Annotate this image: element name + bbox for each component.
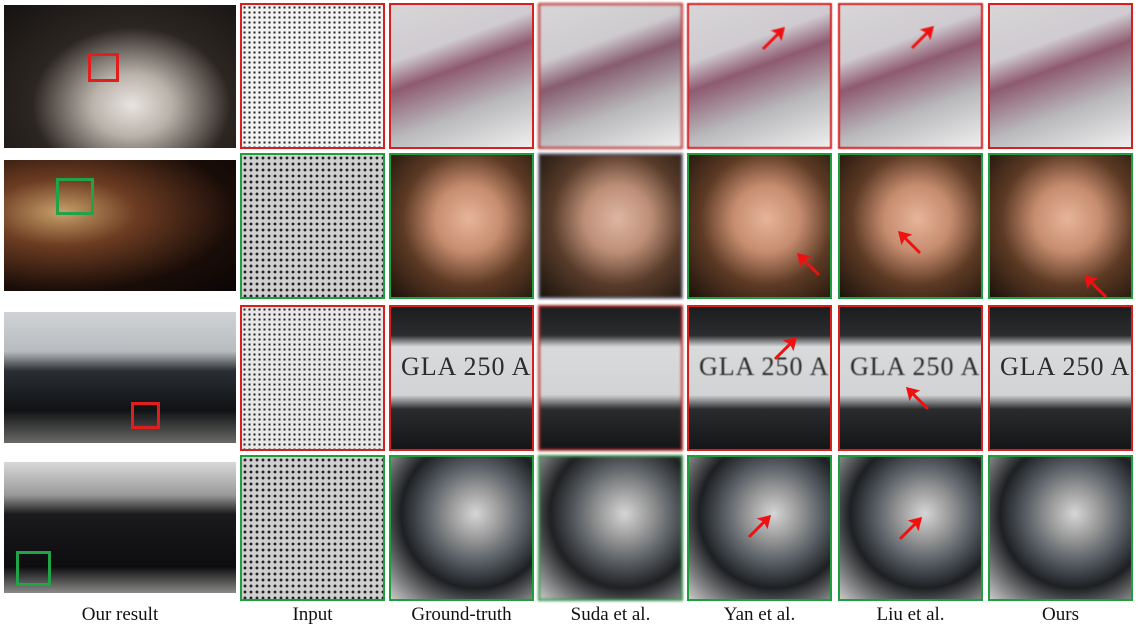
crop-input-row4	[240, 455, 385, 601]
caption-suda: Suda et al.	[570, 604, 651, 625]
zoom-region-box	[16, 551, 51, 586]
overview-scene-row3	[4, 312, 236, 443]
caption-ours: Ours	[1042, 604, 1079, 625]
crop-ours-row2	[988, 153, 1133, 299]
crop-yan-row3: GLA 250 A	[687, 305, 832, 451]
red-arrow-icon	[761, 27, 785, 51]
zoom-region-box	[131, 402, 160, 429]
plate-text: GLA 250 A	[850, 352, 981, 381]
plate-text: GLA 250 A	[1000, 352, 1131, 381]
caption-input: Input	[292, 604, 333, 625]
crop-groundtruth-row2	[389, 153, 534, 299]
crop-liu-row3: GLA 250 A	[838, 305, 983, 451]
caption-liu: Liu et al.	[876, 604, 945, 625]
crop-liu-row1	[838, 3, 983, 149]
crop-input-row2	[240, 153, 385, 299]
crop-liu-row2	[838, 153, 983, 299]
red-arrow-icon	[898, 517, 922, 541]
crop-groundtruth-row4	[389, 455, 534, 601]
crop-ours-row3: GLA 250 A	[988, 305, 1133, 451]
red-arrow-icon	[906, 387, 930, 411]
overview-scene-row2	[4, 160, 236, 291]
crop-input-row3	[240, 305, 385, 451]
red-arrow-icon	[797, 253, 821, 277]
caption-our-result: Our result	[81, 604, 159, 625]
red-arrow-icon	[1084, 275, 1108, 297]
crop-liu-row4	[838, 455, 983, 601]
crop-suda-row3	[538, 305, 683, 451]
plate-text: GLA 250 A	[699, 352, 830, 381]
red-arrow-icon	[773, 337, 797, 361]
crop-yan-row1	[687, 3, 832, 149]
crop-yan-row4	[687, 455, 832, 601]
crop-suda-row4	[538, 455, 683, 601]
red-arrow-icon	[747, 515, 771, 539]
caption-yan: Yan et al.	[723, 604, 796, 625]
crop-groundtruth-row1	[389, 3, 534, 149]
crop-suda-row1	[538, 3, 683, 149]
plate-text: GLA 250 A	[401, 352, 532, 381]
red-arrow-icon	[898, 231, 922, 255]
crop-groundtruth-row3: GLA 250 A	[389, 305, 534, 451]
overview-scene-row4	[4, 462, 236, 593]
crop-ours-row4	[988, 455, 1133, 601]
caption-groundtruth: Ground-truth	[411, 604, 512, 625]
overview-scene-row1	[4, 5, 236, 148]
red-arrow-icon	[910, 26, 934, 50]
zoom-region-box	[56, 178, 94, 215]
crop-ours-row1	[988, 3, 1133, 149]
crop-suda-row2	[538, 153, 683, 299]
zoom-region-box	[88, 53, 119, 82]
crop-input-row1	[240, 3, 385, 149]
crop-yan-row2	[687, 153, 832, 299]
